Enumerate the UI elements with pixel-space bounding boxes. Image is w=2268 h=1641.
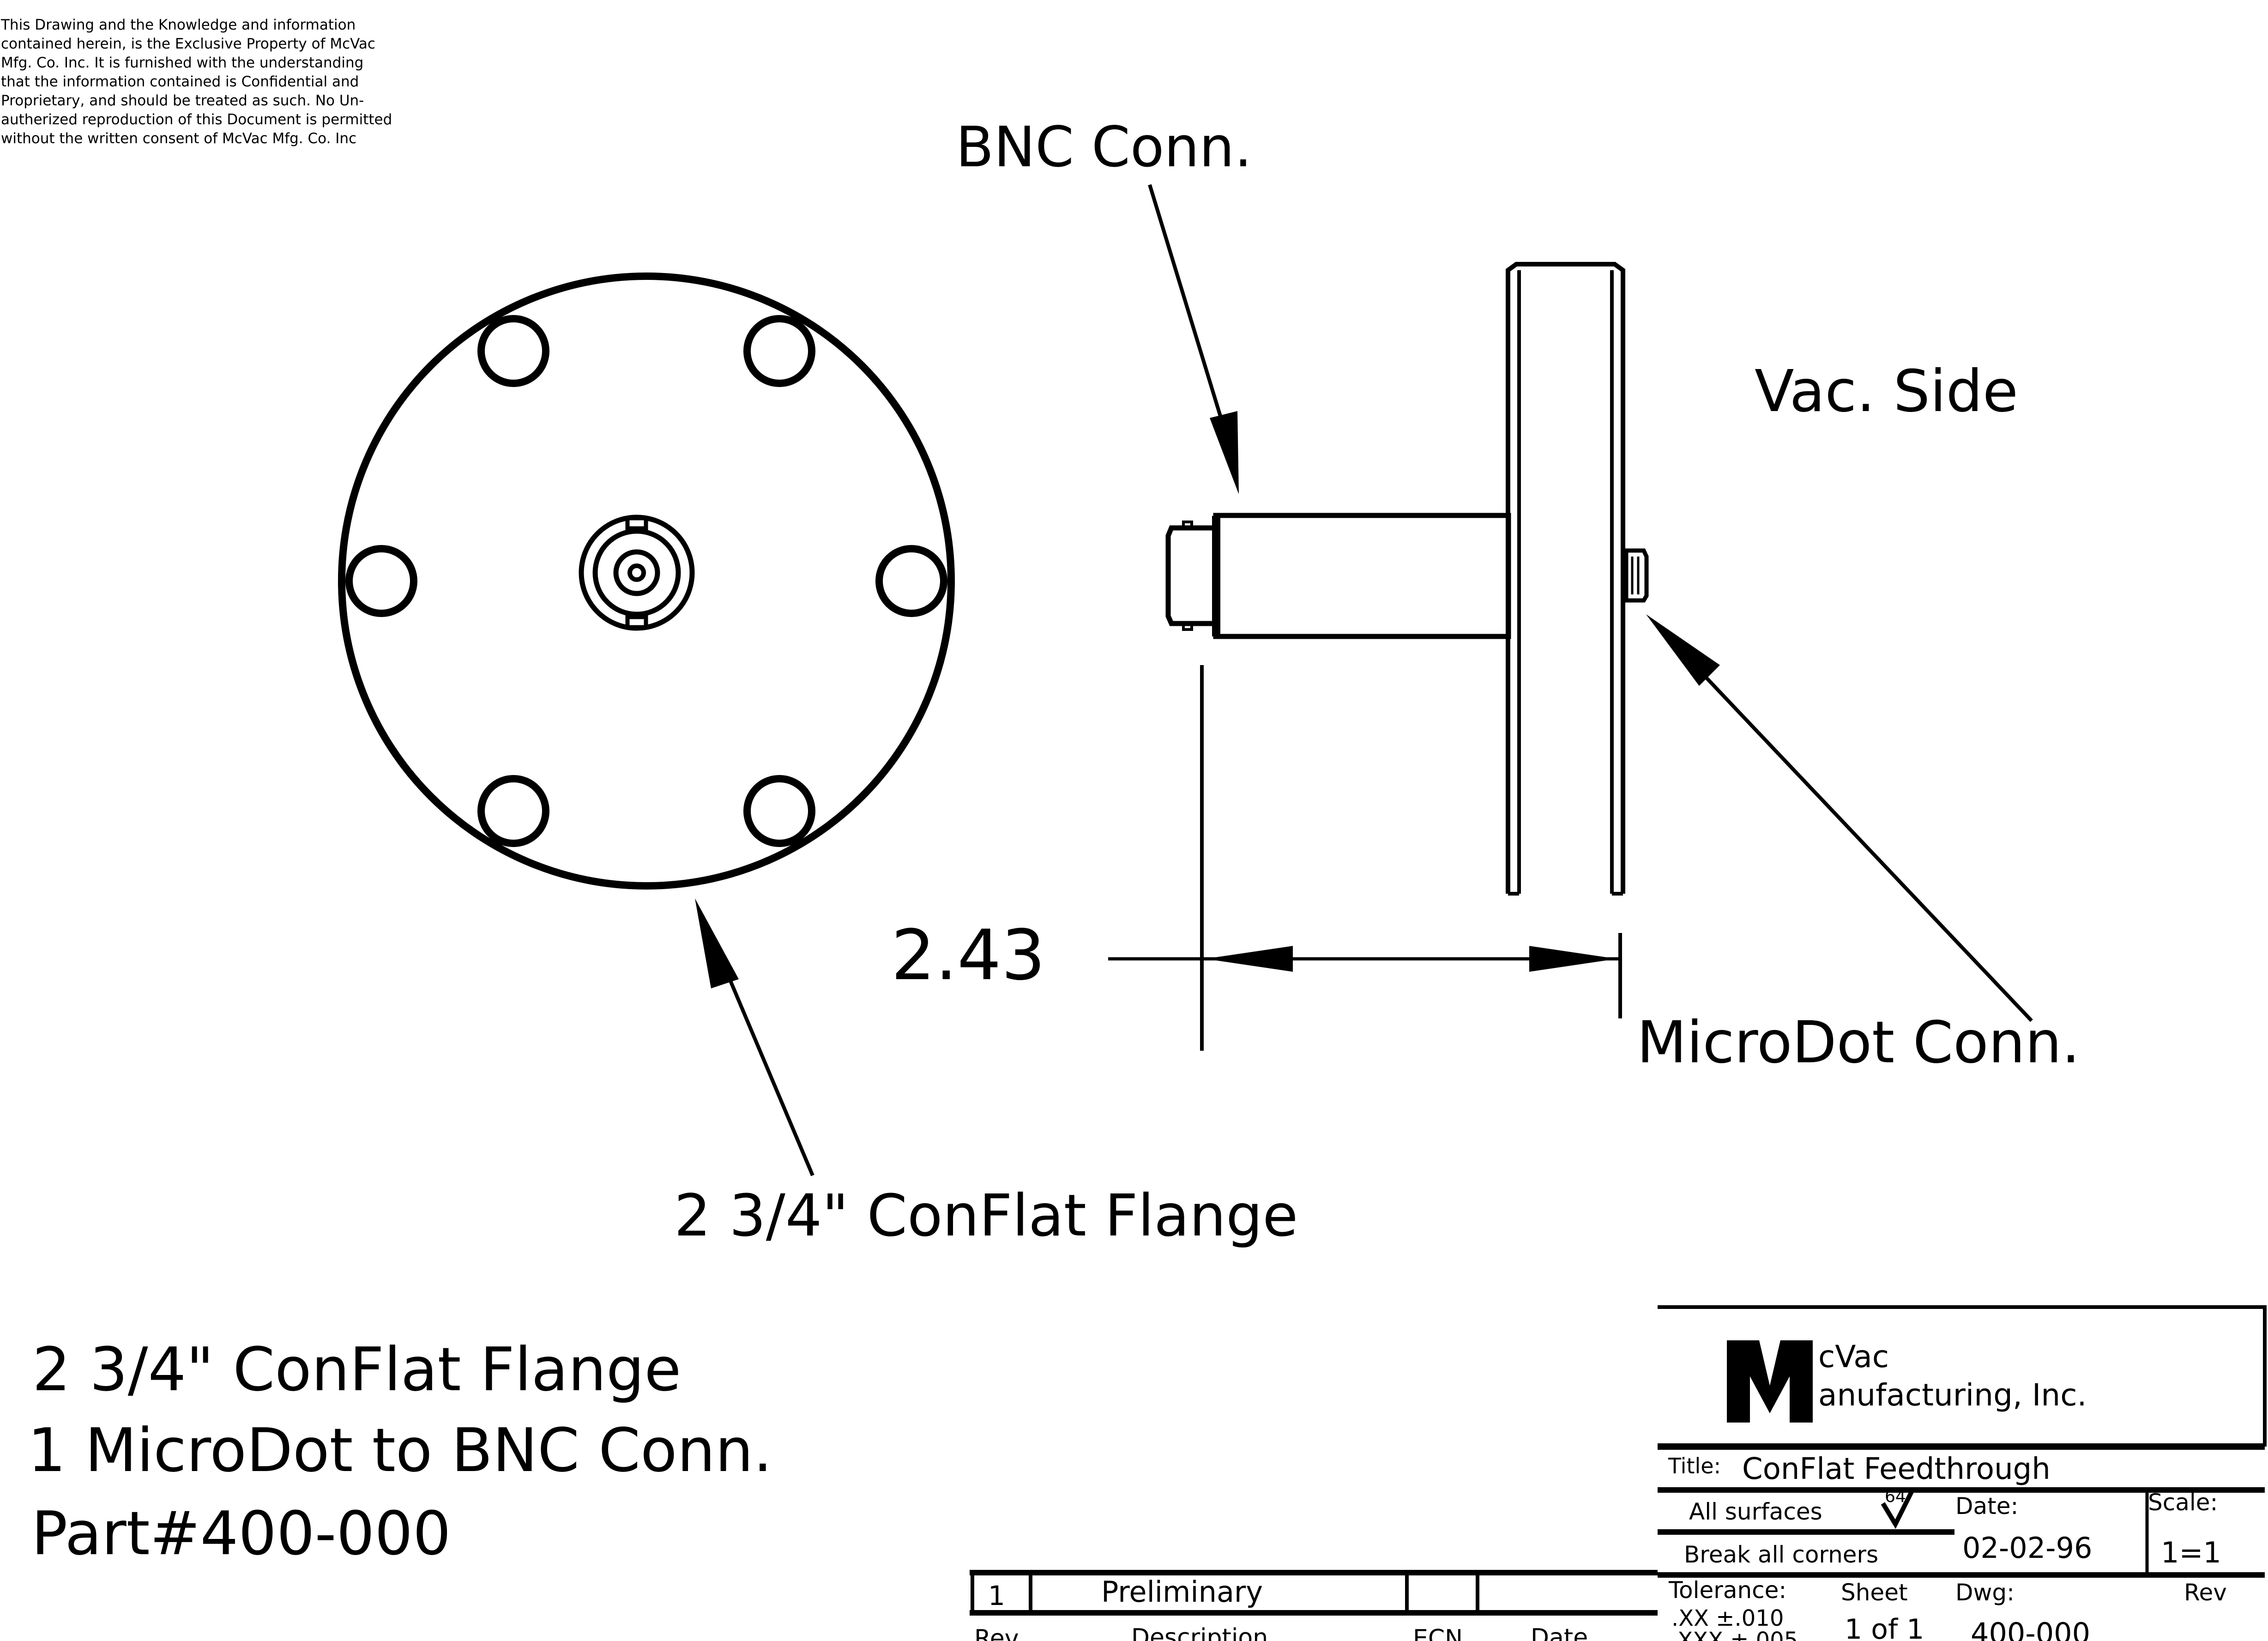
revision-block: 1 Preliminary Rev Description ECN Date (970, 1570, 1658, 1641)
date-label: Date: (1955, 1493, 2018, 1520)
bolt-hole (477, 775, 549, 847)
dimension-value: 2.43 (891, 915, 1045, 996)
label-bnc-conn: BNC Conn. (956, 115, 1252, 180)
label-microdot-conn: MicroDot Conn. (1637, 1009, 2080, 1076)
rev-header: Rev (974, 1625, 1019, 1641)
scale-value: 1=1 (2161, 1536, 2221, 1569)
bolt-hole (875, 545, 947, 617)
rev-cell: 1 (988, 1580, 1005, 1611)
label-conflat-flange: 2 3/4" ConFlat Flange (674, 1182, 1298, 1249)
surfaces-note: All surfaces (1689, 1498, 1822, 1525)
logo-m-icon (1727, 1340, 1813, 1423)
dwg-label: Dwg: (1955, 1579, 2015, 1606)
callout-microdot: MicroDot Conn. (1637, 614, 2080, 1076)
mcvac-logo: cVac anufacturing, Inc. (1727, 1339, 2087, 1423)
sheet-label: Sheet (1841, 1579, 1908, 1606)
bolt-hole (477, 315, 549, 387)
title-value: ConFlat Feedthrough (1742, 1452, 2051, 1486)
corners-note: Break all corners (1684, 1541, 1878, 1568)
flange-outline (338, 272, 955, 890)
bolt-hole (743, 315, 815, 387)
date-value: 02-02-96 (1962, 1531, 2092, 1565)
logo-line-1: cVac (1818, 1339, 1889, 1375)
tolerance-xx: .XX ±.010 (1671, 1605, 1784, 1631)
disclaimer-line: without the written consent of McVac Mfg… (1, 130, 356, 147)
callout-flange: 2 3/4" ConFlat Flange (674, 898, 1298, 1249)
flange-side-view (1165, 262, 1649, 896)
title-label: Title: (1668, 1453, 1721, 1478)
bolt-hole (743, 775, 815, 847)
scale-label: Scale: (2148, 1489, 2218, 1516)
flange-body (1506, 262, 1625, 894)
disclaimer-line: Proprietary, and should be treated as su… (1, 92, 364, 109)
description-line-1: 2 3/4" ConFlat Flange (32, 1334, 681, 1405)
sheet-value: 1 of 1 (1845, 1613, 1924, 1641)
dimension-2-43: 2.43 (891, 665, 1622, 1051)
microdot-side-icon (1624, 548, 1649, 603)
disclaimer-line: Mfg. Co. Inc. It is furnished with the u… (1, 54, 363, 71)
part-description: 2 3/4" ConFlat Flange 1 MicroDot to BNC … (28, 1334, 772, 1568)
bnc-side-icon (1165, 513, 1511, 639)
disclaimer-line: contained herein, is the Exclusive Prope… (1, 36, 375, 52)
tolerance-label: Tolerance: (1668, 1577, 1786, 1604)
flange-front-view (338, 272, 955, 890)
tolerance-xxx: .XXX ±.005 (1671, 1628, 1798, 1641)
disclaimer-block: This Drawing and the Knowledge and infor… (0, 17, 392, 147)
finish-value: 64 (1885, 1487, 1906, 1506)
bolt-hole (345, 545, 417, 617)
description-cell: Preliminary (1101, 1575, 1263, 1609)
disclaimer-line: that the information contained is Confid… (1, 73, 359, 90)
description-line-2: 1 MicroDot to BNC Conn. (28, 1415, 772, 1485)
dwg-value: 400-000 (1971, 1617, 2090, 1641)
disclaimer-line: autherized reproduction of this Document… (1, 111, 392, 128)
label-vac-side: Vac. Side (1755, 358, 2018, 425)
rev-label: Rev (2184, 1579, 2227, 1606)
description-header: Description (1131, 1624, 1268, 1641)
ecn-header: ECN (1413, 1625, 1463, 1641)
surface-finish-icon (1881, 1490, 1914, 1529)
title-block: cVac anufacturing, Inc. Title: ConFlat F… (1658, 1305, 2267, 1641)
callout-bnc: BNC Conn. (956, 115, 1252, 494)
bnc-front-icon (579, 515, 695, 631)
disclaimer-line: This Drawing and the Knowledge and infor… (0, 17, 356, 33)
date-header: Date (1531, 1624, 1588, 1641)
part-number: Part#400-000 (31, 1498, 451, 1568)
logo-line-2: anufacturing, Inc. (1818, 1377, 2087, 1413)
